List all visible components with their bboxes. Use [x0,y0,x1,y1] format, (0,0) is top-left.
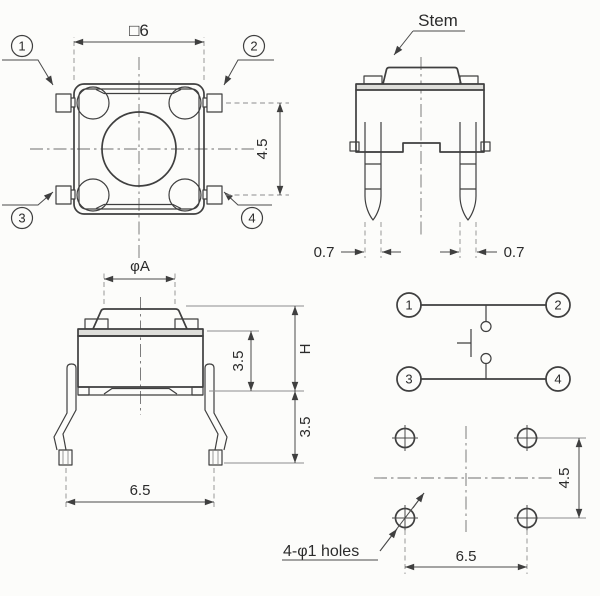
leader-arrow [412,492,425,509]
housing-outline [355,89,485,153]
dim-lead-span-label: 6.5 [130,482,151,499]
terminal-2 [202,93,223,113]
circuit-pin-1: 1 [396,292,422,318]
dim-top-width-label: □6 [129,21,149,40]
corner-rivet [168,178,202,212]
pushbutton-actuator-symbol [457,329,472,357]
front-view: φA 3.5 H [53,258,314,509]
dim-hole-pitch-x-label: 6.5 [456,548,477,565]
callout-3-number: 3 [18,211,25,226]
base-tab [77,386,90,396]
pcb-hole-layout: 4.5 6.5 4-φ1 holes [282,425,586,574]
circuit-pin-4-number: 4 [554,372,561,387]
callout-4-number: 4 [248,211,255,226]
mounting-hole [514,505,540,531]
callout-2: 2 [223,34,274,86]
bent-lead-left [53,363,77,466]
mounting-hole [514,425,540,451]
circuit-pin-3-number: 3 [405,372,412,387]
dim-total-height-label: H [297,344,314,355]
corner-rivet [76,178,110,212]
dim-hole-pitch-y-label: 4.5 [556,468,573,489]
cover-chamfer-top [95,88,182,95]
stem-outline [92,308,188,330]
stem-label: Stem [418,11,458,30]
terminal-3 [55,185,76,205]
callout-2-number: 2 [250,39,257,54]
dim-lead-height-label: 3.5 [297,417,314,438]
callout-4: 4 [223,191,272,230]
corner-rivet [76,86,110,120]
extension-line [364,222,477,258]
cover-plate [77,328,204,337]
base-tab [191,386,204,396]
dim-body-height-label: 3.5 [230,351,247,372]
cover-plate [355,83,485,91]
circuit-pin-4: 4 [545,366,571,392]
base-boss [103,387,178,395]
cover-tab [363,75,383,85]
top-view: □6 1 [2,21,289,259]
corner-rivet [168,86,202,120]
circuit-diagram: 1 2 3 4 [396,292,571,392]
lead-pin-left [364,122,382,221]
dim-pin-width-right-label: 0.7 [504,244,525,261]
housing-outline [77,335,204,388]
circuit-pin-3: 3 [396,366,422,392]
switch-body-outline [73,83,205,215]
dim-pin-width-left-label: 0.7 [314,244,335,261]
side-tab [349,141,360,152]
switch-body-inner-outline [78,88,200,210]
leader-line [393,30,414,56]
extension-line [103,273,176,304]
leader-arrow [379,528,398,552]
dim-stem-diameter-label: φA [130,258,150,275]
dim-top-pitch-label: 4.5 [254,139,271,160]
holes-note-label: 4-φ1 holes [283,543,359,560]
cover-chamfer-bottom [95,203,182,210]
callout-3: 3 [2,191,54,230]
terminal-4 [202,185,223,205]
contact-bottom [480,352,492,365]
stem-outline [382,66,462,85]
cover-tab [459,75,479,85]
callout-1-number: 1 [18,39,25,54]
bent-lead-right [204,363,228,466]
stem-top-circle [101,111,177,187]
circuit-pin-2-number: 2 [554,298,561,313]
side-view: Stem 0.7 0.7 [314,11,525,261]
mounting-hole [392,425,418,451]
terminal-1 [55,93,76,113]
contact-top [480,320,492,333]
circuit-pin-1-number: 1 [405,298,412,313]
circuit-pin-2: 2 [545,292,571,318]
callout-1: 1 [2,34,54,86]
side-tab [480,141,491,152]
lead-pin-right [459,122,477,221]
